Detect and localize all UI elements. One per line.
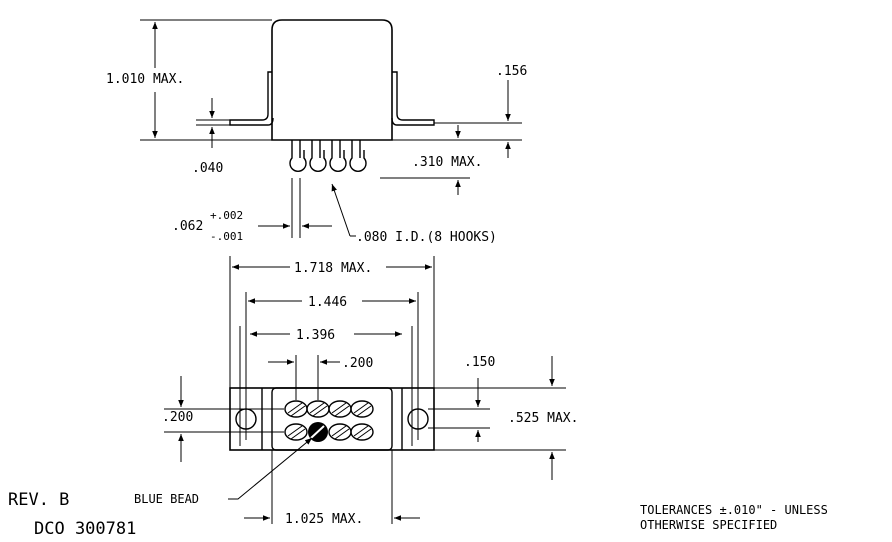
pin-diameter-nominal: .062	[172, 219, 203, 234]
relay-body-side	[271, 19, 393, 141]
hook-id-callout: .080 I.D.(8 HOOKS)	[356, 230, 497, 245]
tolerance-note-line1: TOLERANCES ±.010" - UNLESS	[640, 503, 828, 517]
flange-offset-dimension: .156	[496, 64, 527, 79]
hole-offset-dimension: .150	[464, 355, 495, 370]
pin-array	[284, 400, 374, 442]
row-spacing-dimension: .200	[162, 410, 193, 425]
width-dimension: .525 MAX.	[508, 411, 578, 426]
side-view: 1.010 MAX. .040 .156 .310 MAX. .062 +.00…	[106, 19, 527, 245]
hook-pins	[289, 140, 367, 172]
body-length-dimension: 1.025 MAX.	[285, 512, 363, 527]
right-flange	[391, 71, 435, 126]
blue-bead-callout: BLUE BEAD	[134, 492, 199, 506]
relay-body-bottom	[271, 387, 393, 451]
overall-length-dimension: 1.718 MAX.	[294, 261, 372, 276]
flange-thickness-dimension: .040	[192, 161, 223, 176]
dco-number: DCO 300781	[34, 519, 136, 539]
slot-spacing-dimension: 1.396	[296, 328, 335, 343]
pin-diameter-plus-tol: +.002	[210, 209, 243, 222]
revision-label: REV. B	[8, 490, 69, 510]
tolerance-note-line2: OTHERWISE SPECIFIED	[640, 518, 777, 532]
left-flange	[229, 71, 274, 126]
bottom-view: 1.718 MAX. 1.446 1.396 .200 .200 .150	[134, 256, 578, 527]
relay-base-outline	[229, 387, 435, 451]
hole-spacing-dimension: 1.446	[308, 295, 347, 310]
height-dimension: 1.010 MAX.	[106, 72, 184, 87]
pin-diameter-minus-tol: -.001	[210, 230, 243, 243]
hook-length-dimension: .310 MAX.	[412, 155, 482, 170]
pin-pitch-dimension: .200	[342, 356, 373, 371]
